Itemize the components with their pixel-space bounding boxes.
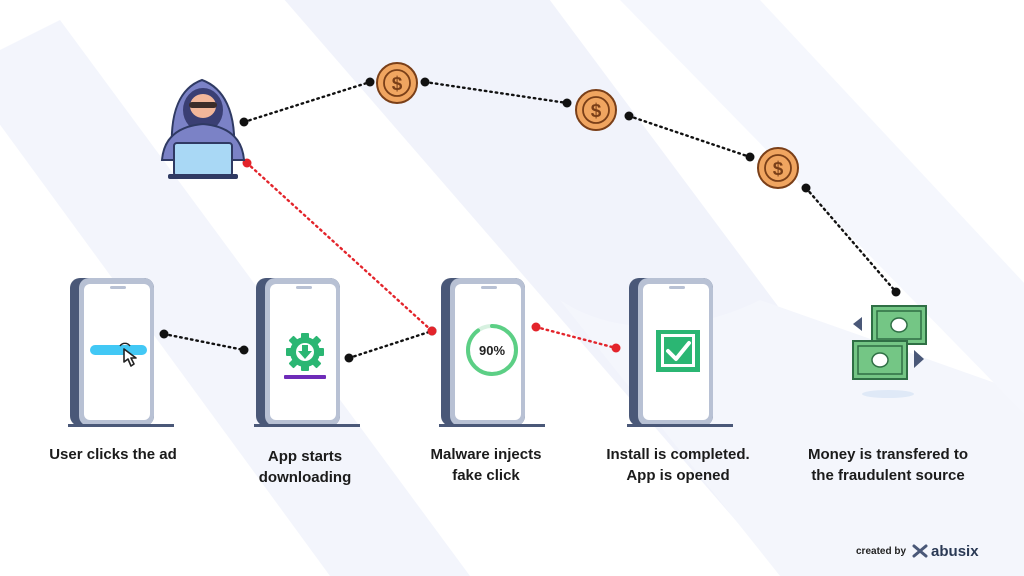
link-phone1-phone2	[159, 329, 249, 355]
step-3-caption: Malware injects fake click	[396, 444, 576, 486]
cursor-click-icon	[90, 342, 147, 367]
connector-dots	[159, 77, 901, 363]
credit: created by abusix	[856, 542, 979, 560]
checkmark-icon	[656, 330, 700, 372]
step-3-line-1: Malware injects	[430, 446, 542, 463]
step-2-line-1: App starts	[267, 448, 343, 465]
coin-icon-2: $	[575, 89, 617, 131]
step-5-line-1: Money is transfered to	[807, 446, 969, 463]
step-2-line-2: downloading	[258, 469, 352, 486]
coin-icon-3: $	[757, 147, 799, 189]
link-phone2-phone3	[344, 326, 437, 363]
step-4-caption: Install is completed. App is opened	[588, 444, 768, 486]
link-coin3-money	[801, 183, 901, 297]
step-5-line-2: the fraudulent source	[811, 467, 965, 484]
phone-3	[439, 278, 545, 427]
step-4-line-2: App is opened	[626, 467, 730, 484]
link-hacker-coin1	[239, 77, 375, 127]
link-coin1-coin2	[420, 77, 572, 108]
brand-logo[interactable]: abusix	[912, 543, 979, 560]
step-4-line-1: Install is completed.	[606, 446, 750, 463]
step-5-caption: Money is transfered to the fraudulent so…	[798, 444, 978, 486]
abusix-logo-icon	[912, 544, 928, 558]
step-1-line-1: User clicks the ad	[49, 446, 177, 463]
money-icon	[852, 305, 927, 398]
step-3-line-2: fake click	[452, 467, 520, 484]
link-coin2-coin3	[624, 111, 755, 162]
coin-icon-1: $	[376, 62, 418, 104]
coin-symbol: $	[591, 101, 602, 122]
step-2-caption: App starts downloading	[215, 446, 395, 488]
step-1-caption: User clicks the ad	[23, 444, 203, 465]
brand-name: abusix	[931, 542, 979, 560]
coin-icons: $ $ $	[376, 62, 799, 189]
progress-ring-icon	[466, 324, 518, 376]
progress-label: 90%	[478, 343, 506, 358]
download-gear-icon	[284, 333, 326, 379]
link-phone3-phone4	[531, 322, 621, 353]
credit-by-label: created by	[856, 545, 907, 557]
coin-symbol: $	[392, 74, 403, 95]
phone-icons	[68, 278, 733, 427]
hacker-icon	[160, 78, 246, 179]
coin-symbol: $	[773, 159, 784, 180]
